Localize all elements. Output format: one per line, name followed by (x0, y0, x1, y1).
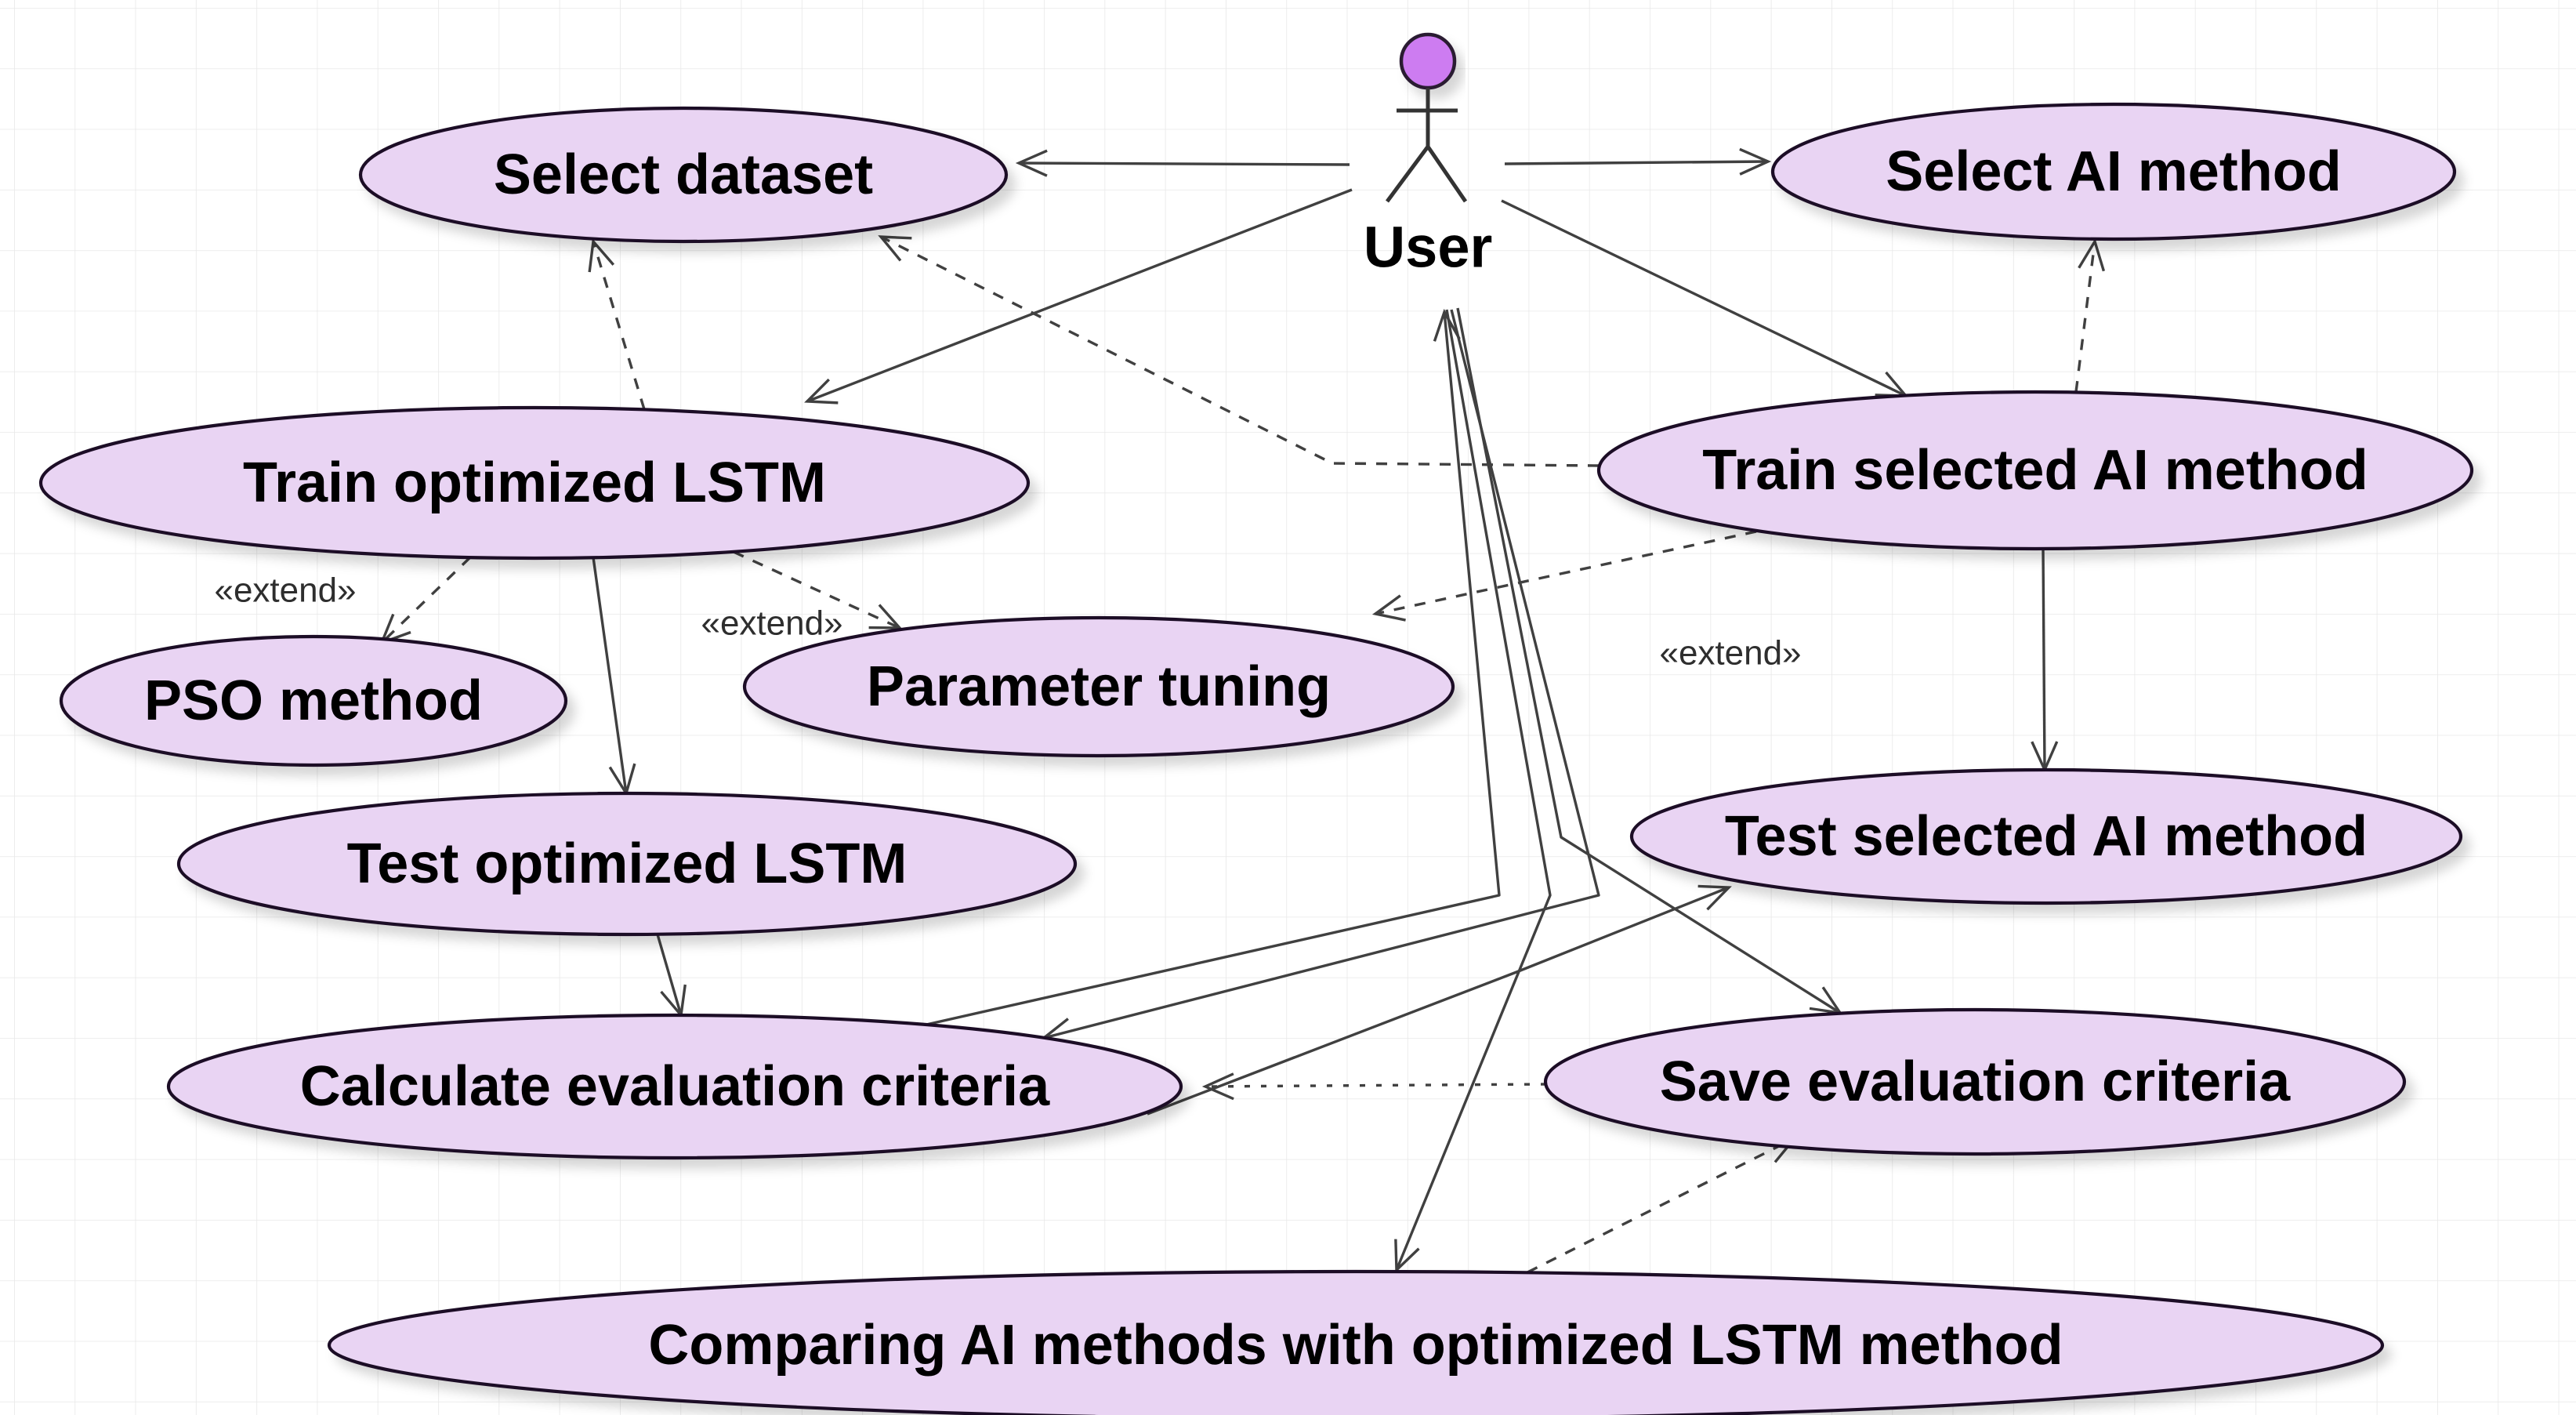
actor-leg-right (1426, 145, 1468, 203)
usecase-label-test-selected-ai-method: Test selected AI method (1725, 805, 2368, 868)
connector-user-to-train-selected-ai-method[interactable] (1501, 199, 1909, 397)
usecase-ellipse-test-selected-ai-method[interactable] (1629, 767, 2463, 905)
connector-calculate-evaluation-criteria-to-test-selected[interactable] (1147, 884, 1732, 1116)
connector-user-to-comparing-ai-methods[interactable] (1394, 309, 1552, 1273)
connector-train-selected-to-test-selected-ai-method[interactable] (2031, 548, 2059, 774)
usecase-label-comparing-ai-methods: Comparing AI methods with optimized LSTM… (648, 1314, 2063, 1377)
connector-train-optimized-lstm-to-test-optimized-lstm[interactable] (592, 557, 636, 797)
usecase-ellipse-select-ai-method[interactable] (1770, 102, 2457, 241)
connector-user-to-train-optimized-lstm[interactable] (804, 188, 1353, 405)
usecase-ellipse-select-dataset[interactable] (358, 106, 1009, 244)
usecase-train-optimized-lstm[interactable]: Train optimized LSTM (38, 405, 1031, 561)
usecase-ellipse-train-optimized-lstm[interactable] (38, 405, 1031, 561)
extend-label-1: «extend» (214, 571, 356, 610)
usecase-label-save-evaluation-criteria: Save evaluation criteria (1660, 1050, 2291, 1113)
usecase-parameter-tuning[interactable]: Parameter tuning (742, 615, 1455, 758)
usecase-label-select-dataset: Select dataset (494, 143, 873, 206)
extend-label-2: «extend» (701, 604, 842, 643)
connector-train-selected-ai-method-to-select-dataset[interactable] (878, 235, 1600, 467)
connector-user-to-calculate-evaluation-criteria[interactable] (1040, 309, 1600, 1045)
connector-comparing-ai-methods-to-save-evaluation[interactable] (1527, 1137, 1798, 1274)
usecase-pso-method[interactable]: PSO method (59, 634, 568, 767)
usecase-select-dataset[interactable]: Select dataset (358, 106, 1009, 244)
connector-train-selected-ai-method-to-select-ai-method[interactable] (2074, 238, 2106, 393)
usecase-test-selected-ai-method[interactable]: Test selected AI method (1629, 767, 2463, 905)
connectors (379, 147, 2106, 1274)
usecase-label-calculate-evaluation-criteria: Calculate evaluation criteria (300, 1055, 1050, 1118)
usecase-ellipse-pso-method[interactable] (59, 634, 568, 767)
connector-user-to-save-evaluation-criteria[interactable] (1456, 307, 1843, 1015)
usecase-label-pso-method: PSO method (144, 669, 483, 732)
connector-test-optimized-lstm-to-calculate-evaluation[interactable] (656, 934, 687, 1019)
usecase-select-ai-method[interactable]: Select AI method (1770, 102, 2457, 241)
actor-user[interactable]: User (1364, 32, 1493, 280)
usecase-label-select-ai-method: Select AI method (1886, 140, 2341, 203)
actor-label: User (1364, 215, 1493, 280)
usecase-comparing-ai-methods[interactable]: Comparing AI methods with optimized LSTM… (328, 1269, 2384, 1415)
connector-user-to-select-dataset[interactable] (1015, 149, 1350, 177)
connector-save-evaluation-to-calculate-evaluation[interactable] (1201, 1072, 1547, 1101)
usecase-test-optimized-lstm[interactable]: Test optimized LSTM (176, 791, 1078, 937)
connector-user-to-select-ai-method[interactable] (1504, 147, 1772, 176)
actor-leg-left (1385, 145, 1430, 203)
usecase-ellipse-save-evaluation-criteria[interactable] (1543, 1007, 2407, 1156)
usecase-ellipse-test-optimized-lstm[interactable] (176, 791, 1078, 937)
actor-head[interactable] (1399, 32, 1457, 90)
usecase-label-parameter-tuning: Parameter tuning (867, 655, 1331, 718)
connector-train-optimized-lstm-to-parameter-tuning[interactable] (733, 550, 903, 629)
usecase-ellipse-calculate-evaluation-criteria[interactable] (166, 1013, 1183, 1160)
usecase-save-evaluation-criteria[interactable]: Save evaluation criteria (1543, 1007, 2407, 1156)
connector-train-selected-ai-method-to-parameter-tuning[interactable] (1371, 530, 1757, 622)
connector-calculate-evaluation-criteria-to-user[interactable] (926, 308, 1501, 1026)
usecase-label-train-optimized-lstm: Train optimized LSTM (243, 452, 826, 514)
usecase-label-test-optimized-lstm: Test optimized LSTM (347, 833, 908, 895)
usecase-ellipse-train-selected-ai-method[interactable] (1596, 390, 2474, 551)
usecase-calculate-evaluation-criteria[interactable]: Calculate evaluation criteria (166, 1013, 1183, 1160)
usecase-ellipse-parameter-tuning[interactable] (742, 615, 1455, 758)
usecase-label-train-selected-ai-method: Train selected AI method (1702, 439, 2368, 502)
usecase-ellipse-comparing-ai-methods[interactable] (328, 1269, 2384, 1415)
connector-train-optimized-lstm-to-select-dataset[interactable] (588, 238, 646, 410)
usecase-train-selected-ai-method[interactable]: Train selected AI method (1596, 390, 2474, 551)
extend-label-3: «extend» (1659, 634, 1801, 673)
